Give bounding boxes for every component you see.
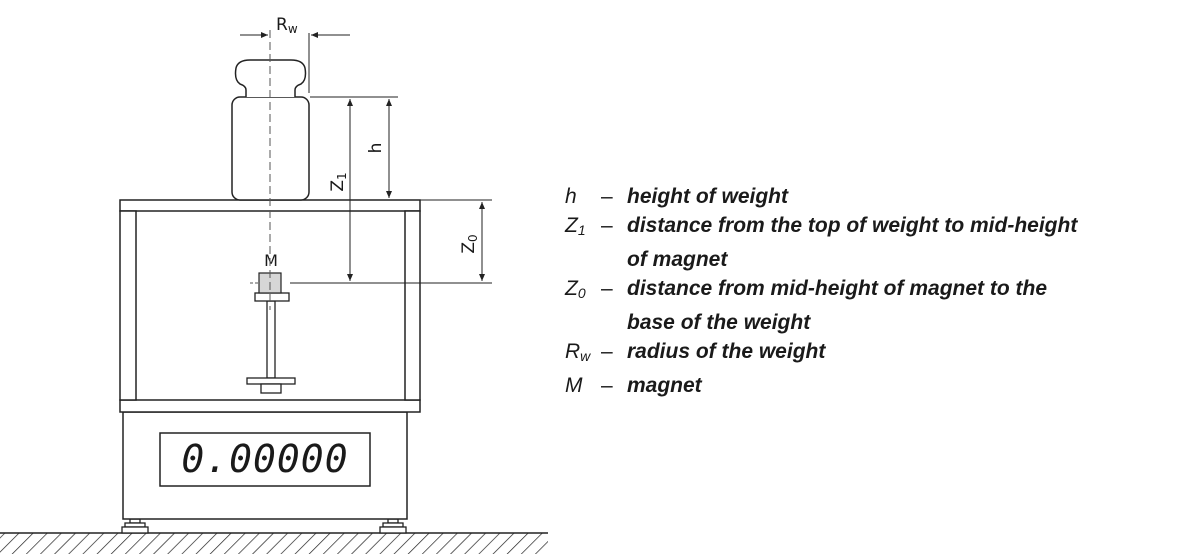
legend-symbol: Z0 [565, 277, 586, 301]
legend-symbol: Rw [565, 340, 591, 364]
z1-label: Z1 [328, 172, 349, 191]
legend-item-rw: Rw – radius of the weight [565, 337, 1195, 371]
weighing-pan [246, 292, 296, 394]
h-label: h [366, 143, 386, 154]
legend-item-m: M – magnet [565, 371, 1195, 400]
legend-dash: – [601, 214, 613, 237]
legend-symbol: Z1 [565, 214, 586, 238]
rw-label: Rw [276, 15, 298, 36]
magnet-label: M [264, 251, 278, 270]
legend-symbol: h [565, 185, 577, 208]
legend-dash: – [601, 185, 613, 208]
legend-description: radius of the weight [627, 340, 826, 363]
legend-dash: – [601, 374, 613, 397]
display-window [159, 432, 371, 487]
legend-description: height of weight [627, 185, 788, 208]
z0-label: Z0 [459, 234, 480, 253]
legend-description: distance from mid-height of magnet to th… [627, 277, 1048, 300]
legend-description-continued: of magnet [627, 248, 728, 271]
legend-item-z0: Z0 – distance from mid-height of magnet … [565, 274, 1195, 337]
ground [0, 532, 548, 554]
legend-description-continued: base of the weight [627, 311, 811, 334]
balance-diagram: 0.00000 M Rw h Z1 [0, 15, 548, 554]
legend-symbol: M [565, 374, 583, 397]
legend-dash: – [601, 340, 613, 363]
legend: h – height of weight Z1 – distance from … [565, 182, 1195, 400]
legend-description: distance from the top of weight to mid-h… [627, 214, 1078, 237]
legend-item-h: h – height of weight [565, 182, 1195, 211]
legend-description: magnet [627, 374, 702, 397]
rw-dimension [240, 32, 350, 93]
balance-feet [121, 518, 407, 534]
legend-item-z1: Z1 – distance from the top of weight to … [565, 211, 1195, 274]
display-value: 0.00000 [181, 437, 348, 481]
legend-dash: – [601, 277, 613, 300]
